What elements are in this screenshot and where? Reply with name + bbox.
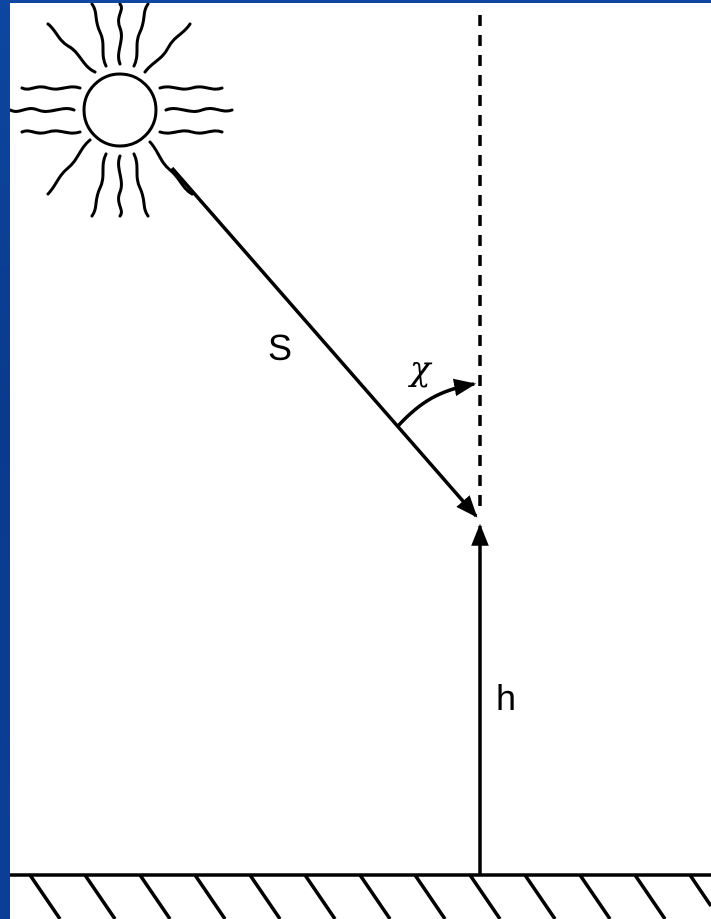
angle-arc xyxy=(396,378,477,428)
sun-ray xyxy=(46,22,97,74)
sun-ray xyxy=(132,3,150,68)
sun-ray xyxy=(20,85,82,91)
sun-ray xyxy=(158,85,224,91)
sun-ray xyxy=(117,154,123,218)
sun-ray xyxy=(117,3,123,66)
sun-ray xyxy=(46,138,92,196)
sun-ray xyxy=(143,22,192,74)
sun-ray xyxy=(158,129,224,135)
sun-ray xyxy=(164,106,234,113)
diagram-svg: S χ h xyxy=(10,3,711,919)
sun-ray xyxy=(90,3,108,68)
sun-ray xyxy=(10,107,76,113)
sun-icon xyxy=(10,3,234,218)
slant-path-arrow xyxy=(170,166,478,518)
label-slant-path: S xyxy=(268,327,292,368)
sun-ray xyxy=(132,152,150,218)
diagram-canvas: S χ h xyxy=(10,3,711,919)
label-zenith-angle: χ xyxy=(408,349,433,389)
hatched-ground xyxy=(28,874,711,919)
sun-ray xyxy=(148,140,194,196)
sun-ray xyxy=(20,129,82,135)
sun-ray xyxy=(90,152,108,218)
label-height: h xyxy=(496,677,516,718)
